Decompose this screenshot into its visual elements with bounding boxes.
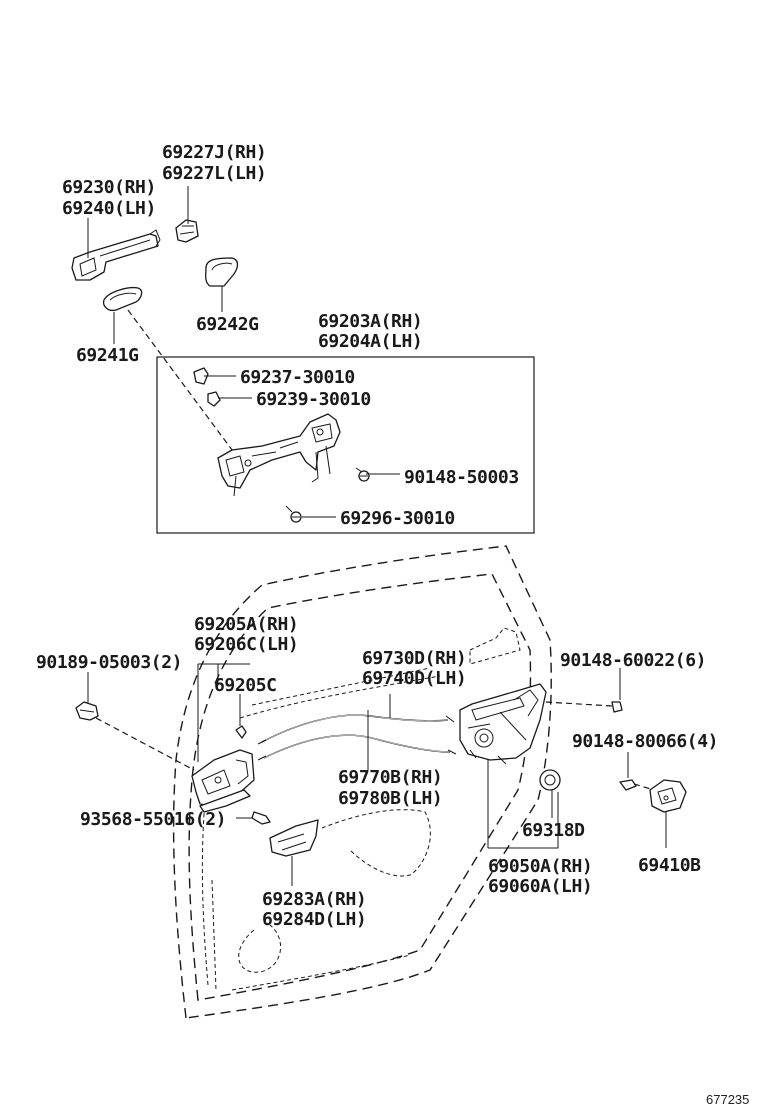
label-69050a: 69050A(RH) <box>488 856 592 877</box>
label-69242g: 69242G <box>196 314 259 335</box>
handle-cover <box>175 219 199 243</box>
inside-handle-assembly <box>191 749 255 813</box>
handle-frame-assembly <box>217 413 341 497</box>
label-69241g: 69241G <box>76 345 139 366</box>
label-69284d: 69284D(LH) <box>262 909 366 930</box>
assembly-line-striker <box>633 783 655 791</box>
outside-door-handle <box>71 229 161 281</box>
label-69780b: 69780B(LH) <box>338 788 442 809</box>
assembly-line-screw-lock <box>545 701 613 707</box>
label-69205c: 69205C <box>214 675 277 696</box>
label-90148-60022: 90148-60022(6) <box>560 650 706 671</box>
label-69206c: 69206C(LH) <box>194 634 298 655</box>
label-69730d: 69730D(RH) <box>362 648 466 669</box>
frame-clip <box>193 367 209 385</box>
frame-gasket <box>207 391 221 407</box>
label-69227j: 69227J(RH) <box>162 142 266 163</box>
lock-control-cables <box>257 714 457 761</box>
lock-grommet <box>539 769 561 791</box>
inside-handle-bezel-69205c <box>235 725 247 739</box>
assembly-line-pad <box>127 309 239 459</box>
label-69203a: 69203A(RH) <box>318 311 422 332</box>
handle-pad-rear <box>102 286 143 312</box>
label-69770b: 69770B(RH) <box>338 767 442 788</box>
label-69410b: 69410B <box>638 855 701 876</box>
label-69205a: 69205A(RH) <box>194 614 298 635</box>
label-90148-80066: 90148-80066(4) <box>572 731 718 752</box>
label-69060a: 69060A(LH) <box>488 876 592 897</box>
clip-90189 <box>75 701 99 721</box>
frame-bolt-69296 <box>285 505 302 523</box>
label-69230: 69230(RH) <box>62 177 156 198</box>
inside-handle-bezel <box>269 819 319 857</box>
door-striker <box>649 779 687 813</box>
door-lock-assembly <box>459 683 547 765</box>
label-69239: 69239-30010 <box>256 389 371 410</box>
label-69240: 69240(LH) <box>62 198 156 219</box>
assembly-line-clip <box>95 717 195 771</box>
handle-pad-front <box>205 257 239 287</box>
label-69740d: 69740D(LH) <box>362 668 466 689</box>
label-90148-50003: 90148-50003 <box>404 467 519 488</box>
label-69227l: 69227L(LH) <box>162 163 266 184</box>
label-69296: 69296-30010 <box>340 508 455 529</box>
diagram-reference-number: 677235 <box>706 1092 749 1107</box>
label-93568: 93568-55016(2) <box>80 809 226 830</box>
label-69204a: 69204A(LH) <box>318 331 422 352</box>
screw-93568 <box>251 811 271 825</box>
label-69237: 69237-30010 <box>240 367 355 388</box>
leader-lines <box>87 186 667 886</box>
part-number-labels: 69227J(RH) 69227L(LH) 69230(RH) 69240(LH… <box>36 142 719 930</box>
screw-90148-60022 <box>611 701 623 713</box>
screw-90148-80066 <box>619 779 637 791</box>
label-69283a: 69283A(RH) <box>262 889 366 910</box>
door-panel-outline <box>172 545 552 1019</box>
label-90189: 90189-05003(2) <box>36 652 182 673</box>
handle-frame-box <box>156 356 535 534</box>
label-69318d: 69318D <box>522 820 585 841</box>
